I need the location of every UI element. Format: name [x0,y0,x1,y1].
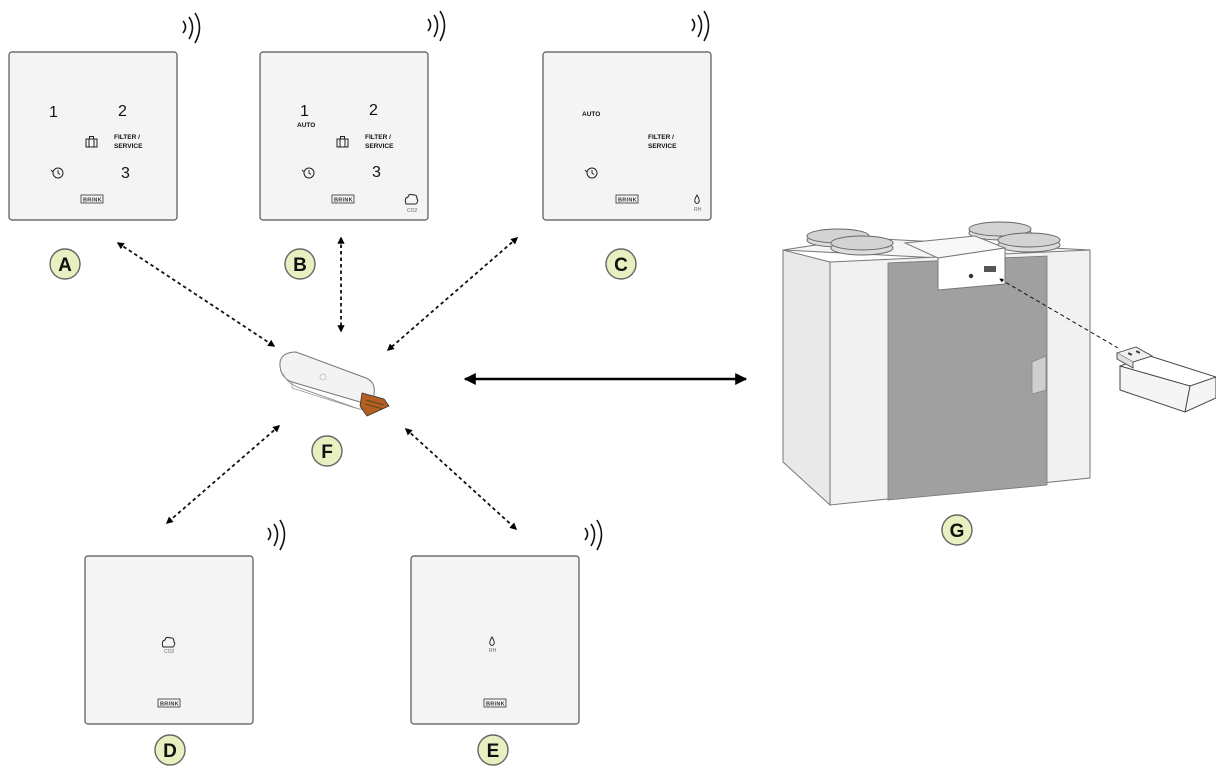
usb-stick [1115,346,1216,413]
wireless-icon-b [427,10,446,42]
badge-e: E [477,734,509,766]
panel-d-brand: BRINK [160,702,179,708]
wireless-icon-d [267,519,286,551]
brink-logo: BRINK [157,698,181,708]
co2-sensor-icon: CO2 [161,636,176,655]
badge-a: A [49,248,81,280]
panel-b-brand: BRINK [334,198,353,204]
control-panel-b: 1 AUTO 2 FILTER / SERVICE 3 BRINK CO2 [259,51,429,221]
panel-a-speed-2: 2 [118,103,127,120]
panel-b-speed-2: 2 [369,102,378,119]
panel-c-brand: BRINK [618,198,637,204]
badge-c: C [605,248,637,280]
usb-gateway-dongle [279,351,390,417]
link-c-f [386,237,519,351]
badge-g: G [941,514,973,546]
sensor-panel-e: RH BRINK [410,555,580,725]
badge-a-label: A [58,255,72,276]
timer-icon [584,167,598,179]
panel-d-sensor-label: CO2 [164,649,175,655]
brink-logo: BRINK [483,698,507,708]
panel-c-auto-label: AUTO [582,111,600,118]
panel-b-auto-label: AUTO [297,122,315,129]
badge-b: B [284,248,316,280]
duct-collar-2 [830,235,894,256]
wireless-icon-c [691,10,710,42]
wireless-icon-a [182,12,201,44]
badge-d: D [154,734,186,766]
usb-insert-line [999,278,1119,349]
badge-f-label: F [321,442,333,463]
suitcase-icon [85,136,98,148]
wireless-icon-e [584,519,603,551]
panel-b-filter-label: FILTER / [365,134,391,141]
panel-b-service-label: SERVICE [365,143,394,150]
brink-logo: BRINK [615,194,639,204]
timer-icon [50,167,64,179]
link-e-f [404,428,518,530]
control-panel-c: AUTO FILTER / SERVICE BRINK RH [542,51,712,221]
panel-c-sensor-label: RH [694,207,702,213]
humidity-drop-icon: RH [489,636,497,654]
co2-sensor-icon: CO2 [404,193,419,214]
badge-e-label: E [487,741,500,762]
panel-a-speed-1: 1 [49,104,58,121]
panel-a-filter-label: FILTER / [114,134,140,141]
badge-g-label: G [950,521,965,542]
panel-a-speed-3: 3 [121,165,130,182]
panel-b-speed-3: 3 [372,164,381,181]
badge-f: F [311,435,343,467]
panel-a-service-label: SERVICE [114,143,143,150]
wireless-links [116,236,519,530]
ventilation-unit [782,221,1091,507]
sensor-panel-d: CO2 BRINK [84,555,254,725]
timer-icon [301,167,315,179]
badge-b-label: B [293,255,307,276]
link-d-f [165,425,281,524]
badge-c-label: C [614,255,628,276]
brink-logo: BRINK [331,194,355,204]
panel-b-speed-1: 1 [300,103,309,120]
brink-logo: BRINK [80,194,104,204]
humidity-drop-icon: RH [694,194,702,213]
panel-e-brand: BRINK [486,702,505,708]
panel-a-brand: BRINK [83,198,102,204]
badge-d-label: D [163,741,177,762]
panel-c-filter-label: FILTER / [648,134,674,141]
panel-e-sensor-label: RH [489,648,497,654]
panel-c-service-label: SERVICE [648,143,677,150]
link-a-f [116,242,276,347]
control-panel-a: 1 2 FILTER / SERVICE 3 BRINK [8,51,178,221]
suitcase-icon [336,136,349,148]
panel-b-sensor-label: CO2 [407,208,418,214]
duct-collar-4 [997,232,1061,253]
